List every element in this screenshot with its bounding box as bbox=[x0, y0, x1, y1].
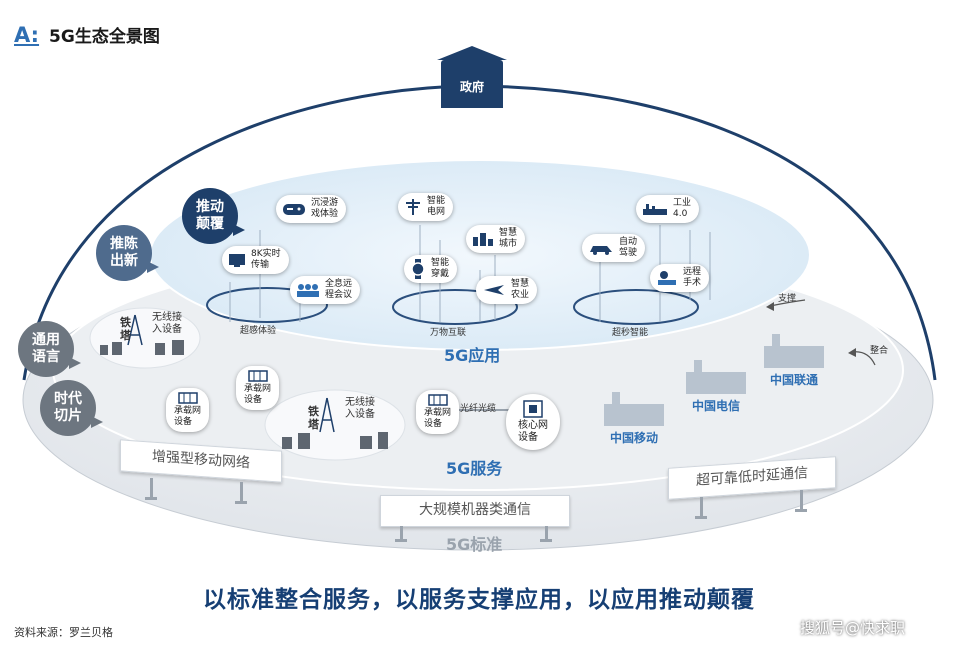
app-card-smart-wearable: 智能 穿戴 bbox=[404, 255, 458, 283]
tower-icon-center bbox=[319, 397, 335, 433]
watermark: 搜狐号@快求职 bbox=[800, 619, 906, 637]
car-icon bbox=[590, 246, 612, 255]
app-card-smart-grid: 智能 电网 bbox=[398, 193, 454, 221]
building-icon bbox=[604, 392, 664, 426]
bubble-era-slice: 时代 切片 bbox=[40, 380, 103, 436]
wireless-access-label-left: 无线接 入设备 bbox=[152, 312, 182, 335]
operator-china-unicom: 中国联通 bbox=[764, 334, 824, 388]
app-card-hologram-meeting: 全息远 程会议 bbox=[290, 276, 361, 304]
building-icon bbox=[764, 334, 824, 368]
tower-label-center: 铁 塔 bbox=[308, 405, 319, 431]
section-letter: A: bbox=[14, 23, 40, 47]
standard-panel-mmtc: 大规模机器类通信 bbox=[380, 495, 570, 527]
fiber-label: 光纤光缆 bbox=[460, 404, 497, 414]
tower-icon-left bbox=[127, 314, 143, 346]
tower-label-left: 铁 塔 bbox=[120, 316, 131, 342]
applications-layer-label: 5G应用 bbox=[444, 346, 501, 365]
wireless-access-label-center: 无线接 入设备 bbox=[345, 397, 375, 420]
group-ring-perception bbox=[206, 287, 328, 323]
app-card-smart-city: 智慧 城市 bbox=[466, 225, 526, 253]
operator-china-telecom: 中国电信 bbox=[686, 360, 746, 414]
city-icon bbox=[473, 233, 493, 246]
standards-layer-label: 5G标准 bbox=[446, 535, 503, 554]
group-ring-intelligence bbox=[573, 289, 699, 325]
app-card-industry-4: 工业 4.0 bbox=[636, 195, 700, 223]
app-card-smart-agriculture: 智慧 农业 bbox=[476, 276, 538, 304]
page-title: 5G生态全景图 bbox=[49, 27, 160, 47]
operator-china-mobile: 中国移动 bbox=[604, 392, 664, 446]
government-label: 政府 bbox=[459, 80, 484, 94]
server-icon bbox=[523, 400, 543, 418]
bearer-device-right: 承载网 设备 bbox=[416, 390, 460, 434]
router-icon bbox=[177, 392, 198, 404]
tv-icon bbox=[229, 254, 245, 267]
router-icon bbox=[247, 370, 268, 382]
gamepad-icon bbox=[283, 204, 305, 215]
government-building-icon: 政府 bbox=[437, 46, 507, 108]
group-label-iot: 万物互联 bbox=[430, 328, 467, 338]
app-card-immersive-game: 沉浸游 戏体验 bbox=[276, 195, 347, 223]
app-card-remote-surgery: 远程 手术 bbox=[650, 264, 710, 292]
bubble-innovate: 推陈 出新 bbox=[96, 225, 159, 281]
source-note: 资料来源：罗兰贝格 bbox=[14, 626, 113, 639]
power-tower-icon bbox=[406, 199, 420, 215]
app-card-8k-live: 8K实时 传输 bbox=[222, 246, 289, 274]
group-label-intelligence: 超秒智能 bbox=[612, 328, 649, 338]
support-label: 支撑 bbox=[778, 294, 797, 304]
surgery-icon bbox=[658, 271, 676, 285]
drone-icon bbox=[484, 285, 504, 295]
bearer-device-top: 承载网 设备 bbox=[236, 366, 280, 410]
people-icon bbox=[297, 284, 319, 297]
router-icon bbox=[427, 394, 448, 406]
core-network-device: 核心网 设备 bbox=[506, 394, 560, 450]
integrate-label: 整合 bbox=[870, 346, 889, 356]
bearer-device-left: 承载网 设备 bbox=[166, 388, 210, 432]
bubble-disrupt: 推动 颠覆 bbox=[182, 188, 245, 244]
building-icon bbox=[686, 360, 746, 394]
watch-icon bbox=[411, 259, 425, 279]
app-card-autonomous-driving: 自动 驾驶 bbox=[582, 234, 646, 262]
header: A: 5G生态全景图 bbox=[14, 22, 160, 47]
factory-icon bbox=[643, 204, 667, 215]
tower-dome-left bbox=[89, 307, 201, 369]
group-label-perception: 超感体验 bbox=[240, 326, 277, 336]
city-silhouette-icon bbox=[100, 340, 388, 449]
services-layer-label: 5G服务 bbox=[446, 459, 503, 478]
group-ring-iot bbox=[392, 289, 518, 325]
tower-dome-center bbox=[264, 389, 406, 461]
slogan: 以标准整合服务，以服务支撑应用，以应用推动颠覆 bbox=[203, 587, 755, 613]
bubble-common-language: 通用 语言 bbox=[18, 321, 81, 377]
